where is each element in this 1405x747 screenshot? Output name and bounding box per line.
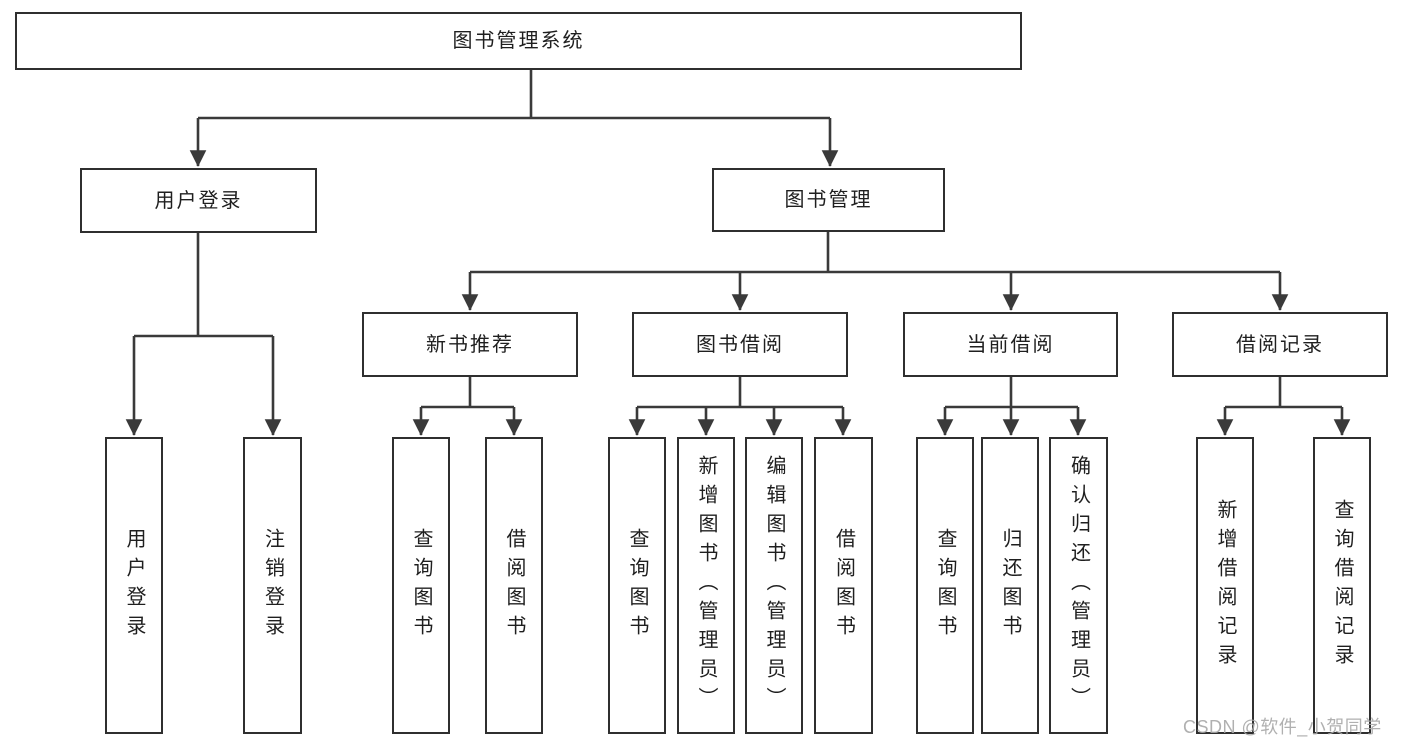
leaf-borrow-borrow-books: 借阅图书 bbox=[814, 437, 873, 734]
leaf-edit-book-admin: 编辑图书（管理员） bbox=[745, 437, 803, 734]
leaf-confirm-return-admin: 确认归还（管理员） bbox=[1049, 437, 1108, 734]
node-library-system: 图书管理系统 bbox=[15, 12, 1022, 70]
connector-current-trunk bbox=[945, 377, 1078, 409]
node-new-book-recommend: 新书推荐 bbox=[362, 312, 578, 377]
leaf-borrow-query-books: 查询图书 bbox=[608, 437, 666, 734]
node-book-borrow: 图书借阅 bbox=[632, 312, 848, 377]
connector-root-trunk bbox=[198, 70, 830, 120]
connector-book-mgmt-trunk bbox=[470, 232, 1280, 274]
csdn-watermark: CSDN @软件_小贺同学 bbox=[1183, 717, 1382, 737]
leaf-recommend-query-books: 查询图书 bbox=[392, 437, 450, 734]
leaf-add-book-admin: 新增图书（管理员） bbox=[677, 437, 735, 734]
leaf-user-login: 用户登录 bbox=[105, 437, 163, 734]
node-current-borrow: 当前借阅 bbox=[903, 312, 1118, 377]
leaf-query-borrow-record: 查询借阅记录 bbox=[1313, 437, 1371, 734]
node-book-management: 图书管理 bbox=[712, 168, 945, 232]
leaf-current-query-books: 查询图书 bbox=[916, 437, 974, 734]
node-user-login: 用户登录 bbox=[80, 168, 317, 233]
leaf-logout: 注销登录 bbox=[243, 437, 302, 734]
connector-recommend-trunk bbox=[421, 377, 514, 409]
connector-borrow-trunk bbox=[637, 377, 843, 409]
leaf-add-borrow-record: 新增借阅记录 bbox=[1196, 437, 1254, 734]
leaf-return-book: 归还图书 bbox=[981, 437, 1039, 734]
connector-records-trunk bbox=[1225, 377, 1342, 409]
leaf-recommend-borrow-books: 借阅图书 bbox=[485, 437, 543, 734]
connector-user-login-trunk bbox=[134, 233, 273, 338]
node-borrow-records: 借阅记录 bbox=[1172, 312, 1388, 377]
